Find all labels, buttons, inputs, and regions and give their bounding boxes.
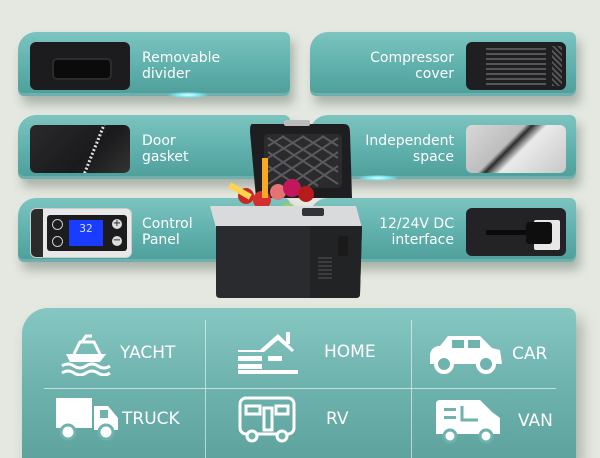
mode-icon <box>52 236 63 247</box>
door-gasket-image <box>30 125 130 173</box>
yacht-icon <box>61 334 111 376</box>
use-label: TRUCK <box>122 409 180 429</box>
independent-space-image <box>466 125 566 173</box>
use-label: VAN <box>518 411 553 431</box>
compressor-cover-image <box>466 42 566 90</box>
lcd-display: 32 <box>69 220 103 246</box>
minus-icon: − <box>112 235 122 246</box>
power-icon <box>52 219 63 230</box>
dc-interface-image <box>466 208 566 256</box>
home-icon <box>238 332 298 374</box>
use-van: VAN <box>434 398 553 444</box>
use-home: HOME <box>234 330 376 374</box>
use-label: RV <box>326 409 349 429</box>
truck-icon <box>56 398 118 441</box>
use-truck: TRUCK <box>54 396 180 442</box>
use-label: HOME <box>324 342 376 362</box>
rv-icon <box>238 396 296 443</box>
usage-scenarios-panel: YACHT HOME CAR TRUCK <box>22 308 576 458</box>
use-label: CAR <box>512 344 548 364</box>
van-icon <box>436 400 500 444</box>
product-image <box>206 118 366 300</box>
use-rv: RV <box>236 394 349 444</box>
divider-handle-image <box>30 42 130 90</box>
control-panel-image: 32 + − <box>30 208 132 258</box>
use-yacht: YACHT <box>58 330 175 376</box>
plus-icon: + <box>112 218 122 229</box>
car-icon <box>430 336 502 374</box>
use-label: YACHT <box>120 343 176 363</box>
use-car: CAR <box>426 332 547 376</box>
